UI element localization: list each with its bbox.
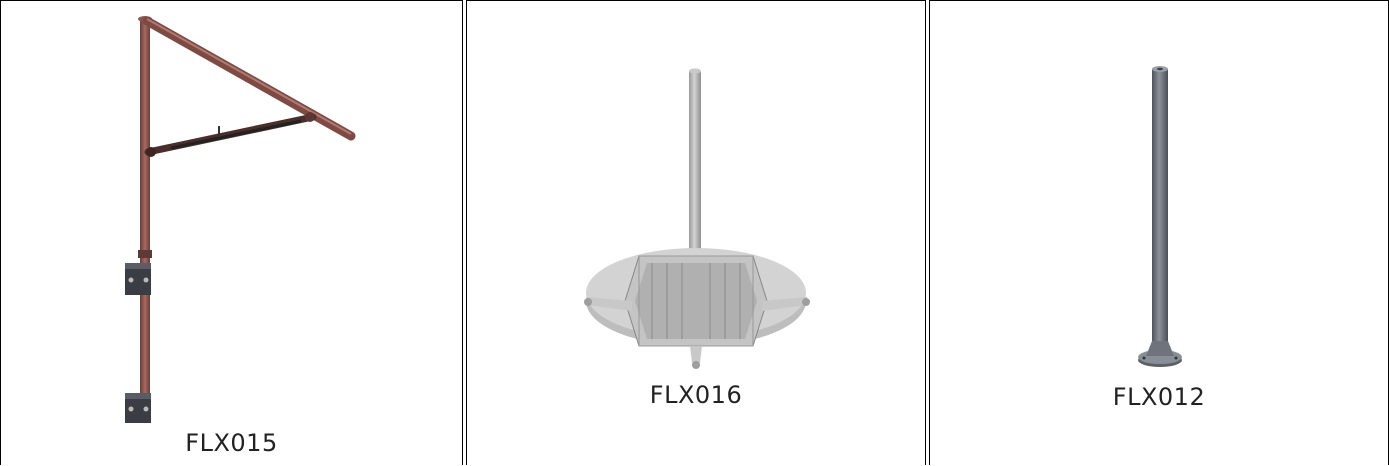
product-cell-flx012[interactable]: FLX012 bbox=[929, 0, 1389, 465]
product-cell-flx016[interactable]: FLX016 bbox=[466, 0, 926, 465]
product-cell-flx015[interactable]: FLX015 bbox=[0, 0, 463, 465]
pole-with-flange-base-image bbox=[1138, 66, 1182, 367]
pole-with-modular-base-image bbox=[584, 68, 810, 369]
product-label: FLX012 bbox=[1112, 383, 1206, 411]
product-label: FLX015 bbox=[185, 429, 278, 457]
product-label: FLX016 bbox=[649, 381, 743, 409]
wall-bracket-image bbox=[125, 16, 356, 423]
